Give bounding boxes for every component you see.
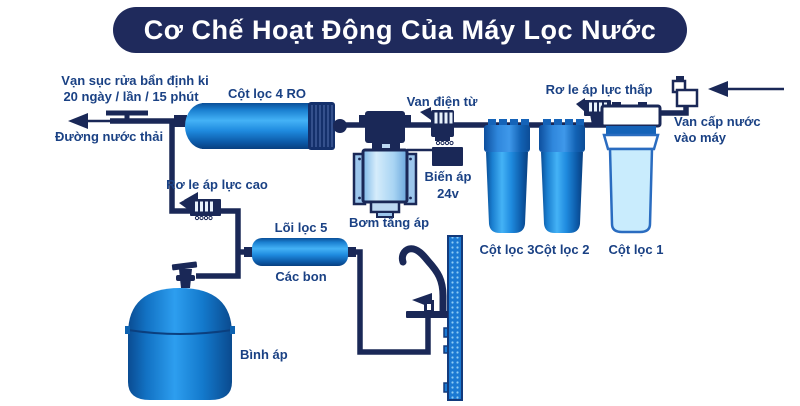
waste-arrow xyxy=(68,113,114,129)
label-waste-line: Đường nước thải xyxy=(55,129,164,144)
filter-column-1 xyxy=(600,102,662,234)
tank-valve-icon xyxy=(171,261,198,288)
faucet-icon xyxy=(398,245,448,318)
faucet-feed-pipe xyxy=(354,249,431,355)
label-solenoid-valve: Van điện từ xyxy=(406,94,478,109)
label-booster-pump: Bơm tăng áp xyxy=(348,215,430,230)
label-transformer-line1: Biến áp xyxy=(424,169,472,184)
label-inlet-valve-line1: Van cấp nước xyxy=(674,114,761,129)
solenoid-valve-icon xyxy=(420,107,454,146)
mounting-strip xyxy=(443,235,463,401)
label-carbon-filter-line2: Các bon xyxy=(275,269,327,284)
label-high-pressure-relay: Rơ le áp lực cao xyxy=(166,177,268,192)
label-low-pressure-relay: Rơ le áp lực thấp xyxy=(545,82,653,97)
title-banner: Cơ Chế Hoạt Động Của Máy Lọc Nước xyxy=(113,7,687,53)
label-flush-valve-line2: 20 ngày / lần / 15 phút xyxy=(63,89,199,104)
label-ro-column: Cột lọc 4 RO xyxy=(227,86,307,101)
booster-pump xyxy=(352,111,418,218)
label-filter-column-2: Cột lọc 2 xyxy=(534,242,590,257)
inlet-arrow xyxy=(708,81,784,97)
pressure-tank xyxy=(125,261,235,400)
page-title: Cơ Chế Hoạt Động Của Máy Lọc Nước xyxy=(143,14,657,45)
label-carbon-filter-line1: Lõi lọc 5 xyxy=(274,220,328,235)
ro-filter-column xyxy=(174,102,347,150)
label-filter-column-3: Cột lọc 3 xyxy=(479,242,535,257)
high-pressure-relay-icon xyxy=(179,192,221,221)
filter-column-3 xyxy=(484,119,530,233)
inlet-valve-icon xyxy=(671,76,699,108)
filter-column-2 xyxy=(539,119,585,233)
label-transformer-line2: 24v xyxy=(437,186,459,201)
left-down-pipe xyxy=(169,121,241,279)
label-pressure-tank: Bình áp xyxy=(240,347,288,362)
transformer-24v xyxy=(407,147,463,166)
label-filter-column-1: Cột lọc 1 xyxy=(608,242,664,257)
carbon-filter-cartridge xyxy=(244,238,356,266)
label-inlet-valve-line2: vào máy xyxy=(674,130,727,145)
flush-valve-icon xyxy=(106,110,148,122)
label-flush-valve-line1: Vạn sục rửa bẩn định ki xyxy=(61,73,209,88)
